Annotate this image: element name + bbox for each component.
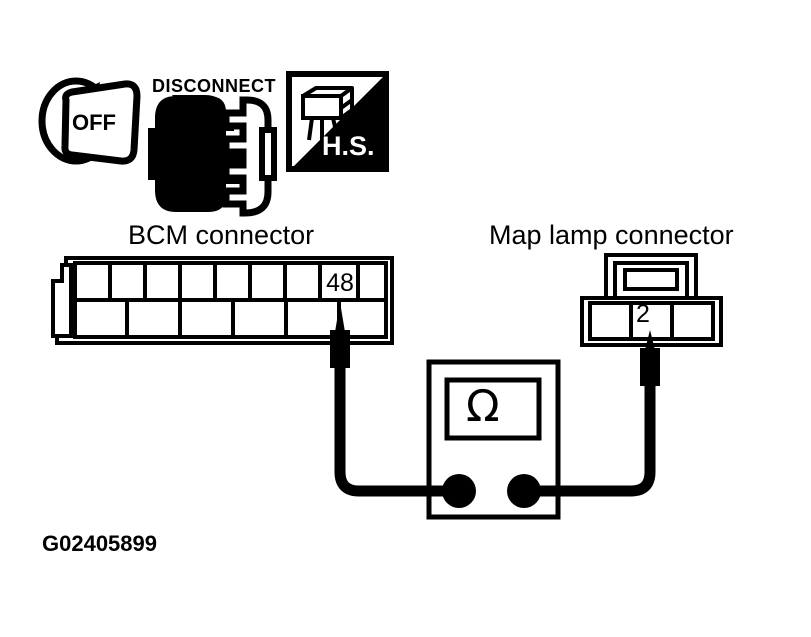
- hs-connector-drawing: [301, 86, 354, 141]
- harness-side-icon: [286, 71, 389, 172]
- map-lamp-pin-number-2: 2: [636, 300, 650, 328]
- probe-body-left: [330, 330, 350, 368]
- hs-black-triangle: [291, 74, 386, 169]
- probe-tip-left: [335, 302, 345, 332]
- lead-wire-right: [524, 360, 656, 497]
- lead-wire-left: [334, 360, 459, 497]
- disconnect-icon: [148, 95, 277, 217]
- disconnect-left-tab: [148, 128, 160, 180]
- meter-display: [444, 377, 542, 441]
- key-body: [61, 80, 141, 165]
- map-lamp-connector: [580, 253, 723, 347]
- bcm-locking-tab: [51, 263, 73, 338]
- hs-pin-1: [307, 117, 314, 141]
- disconnect-right-tab: [259, 127, 277, 181]
- figure-id-label: G02405899: [42, 531, 157, 556]
- disconnect-icon-label: DISCONNECT: [152, 76, 277, 96]
- meter-ohm-symbol: Ω: [466, 381, 500, 432]
- probe-body-right: [640, 348, 660, 386]
- hs-connector-body: [301, 94, 343, 120]
- hs-pin-4: [342, 113, 352, 137]
- disconnect-right-half: [222, 96, 272, 217]
- map-lamp-connector-title: Map lamp connector: [489, 220, 734, 250]
- bcm-connector-title: BCM connector: [128, 220, 315, 250]
- hs-pin-3: [331, 117, 340, 141]
- maplamp-cell-grid: [588, 301, 715, 341]
- bcm-connector: [51, 256, 394, 345]
- maplamp-window: [623, 268, 679, 291]
- bcm-pin-number-48: 48: [326, 269, 354, 297]
- disconnect-left-half: [148, 96, 226, 212]
- ignition-off-icon-label: OFF: [72, 110, 116, 135]
- probe-tip-right: [645, 330, 655, 350]
- harness-side-icon-label: H.S.: [322, 131, 375, 161]
- ignition-key-off-icon: [38, 77, 141, 165]
- test-leads: [330, 302, 660, 497]
